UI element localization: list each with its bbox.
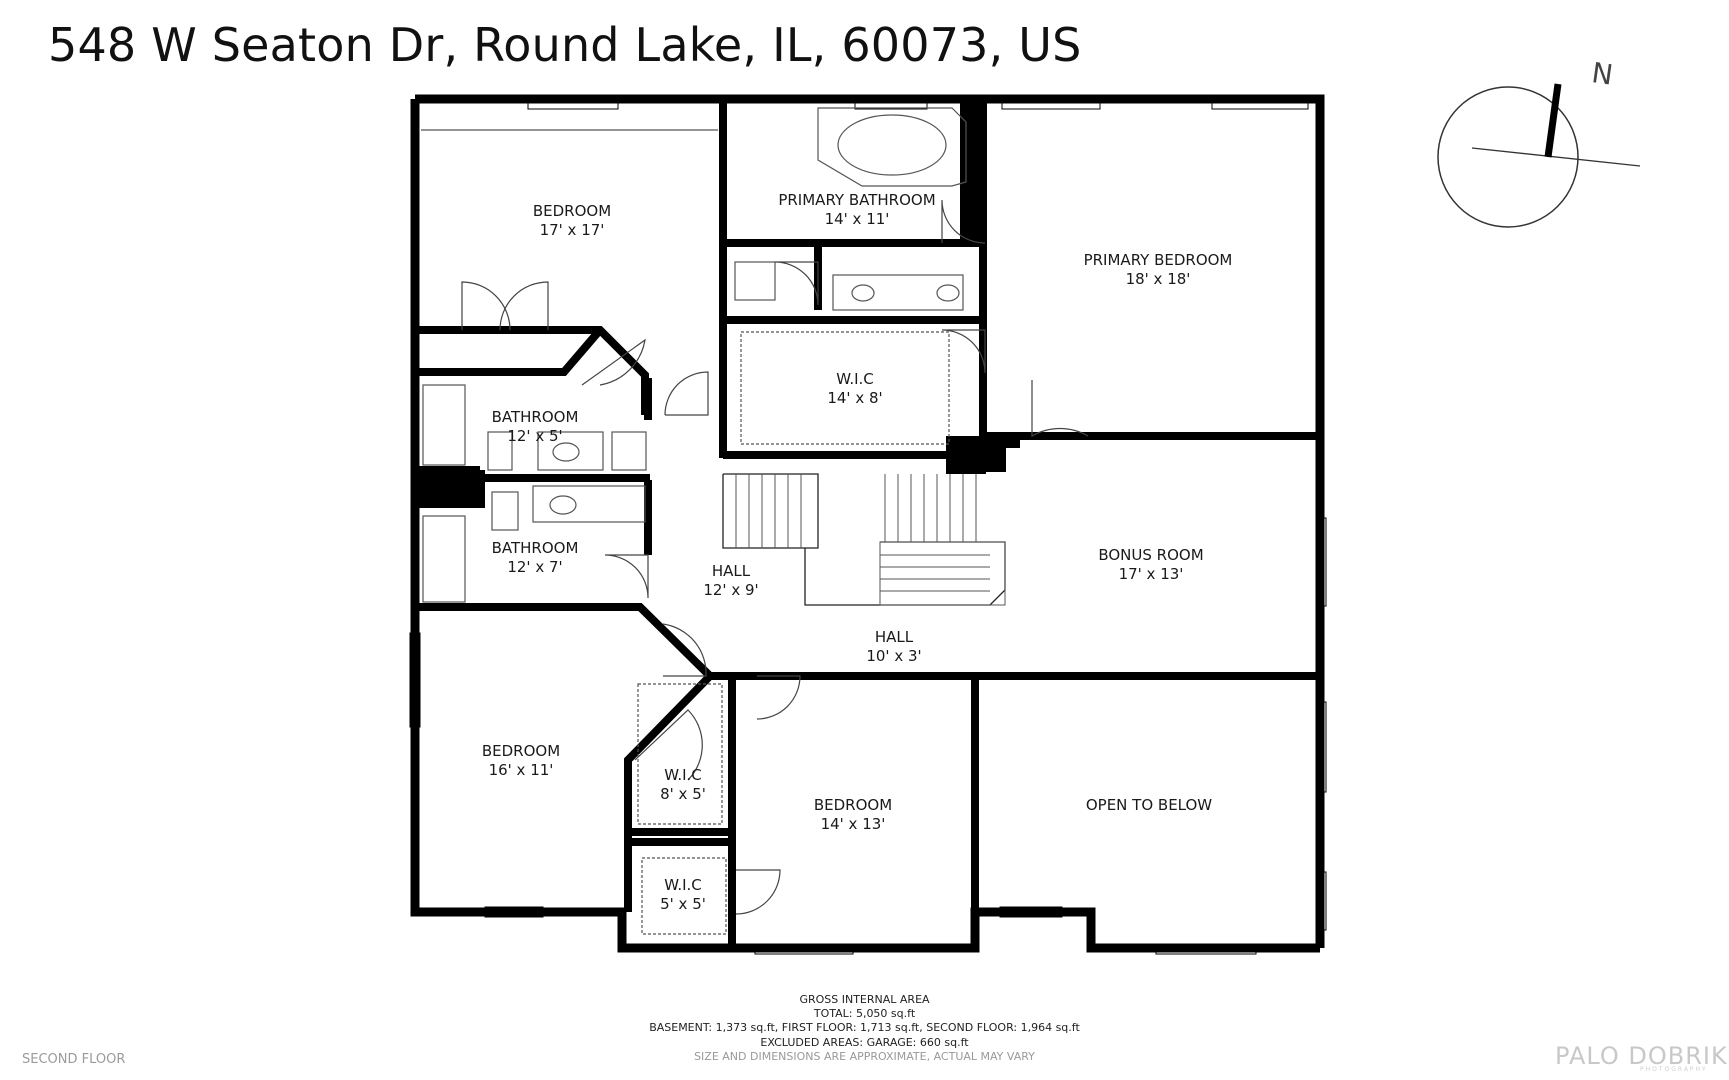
- room-bonus-room-size: 17' x 13': [1119, 565, 1184, 583]
- room-wic-14x8-name: W.I.C: [836, 370, 874, 388]
- room-bedroom-17x17-size: 17' x 17': [540, 221, 605, 239]
- area-excluded: EXCLUDED AREAS: GARAGE: 660 sq.ft: [760, 1035, 969, 1049]
- room-wic-14x8-size: 14' x 8': [827, 389, 882, 407]
- doors: [461, 199, 1089, 915]
- room-primary-bathroom-name: PRIMARY BATHROOM: [778, 191, 935, 209]
- room-wic-8x5-name: W.I.C: [664, 766, 702, 784]
- room-bonus-room-name: BONUS ROOM: [1098, 546, 1203, 564]
- room-labels: BEDROOM 17' x 17' PRIMARY BATHROOM 14' x…: [482, 191, 1233, 913]
- room-hall-12x9-size: 12' x 9': [703, 581, 758, 599]
- stair-core: [415, 99, 1020, 508]
- staircase: [722, 473, 1006, 606]
- room-bedroom-16x11-size: 16' x 11': [489, 761, 554, 779]
- room-hall-10x3-size: 10' x 3': [866, 647, 921, 665]
- brand-logo: PALO DOBRIK: [1555, 1042, 1728, 1070]
- room-bedroom-14x13-size: 14' x 13': [821, 815, 886, 833]
- room-hall-12x9-name: HALL: [712, 562, 751, 580]
- room-primary-bedroom-name: PRIMARY BEDROOM: [1084, 251, 1233, 269]
- area-heading: GROSS INTERNAL AREA: [799, 993, 930, 1006]
- compass-north-label: N: [1590, 56, 1615, 92]
- room-primary-bedroom-size: 18' x 18': [1126, 270, 1191, 288]
- room-wic-5x5-name: W.I.C: [664, 876, 702, 894]
- room-bedroom-17x17-name: BEDROOM: [533, 202, 611, 220]
- room-bathroom-12x7-name: BATHROOM: [492, 539, 579, 557]
- fixtures: [421, 107, 967, 935]
- brand-logo-sub: PHOTOGRAPHY: [1640, 1066, 1708, 1073]
- room-primary-bathroom-size: 14' x 11': [825, 210, 890, 228]
- room-hall-10x3-name: HALL: [875, 628, 914, 646]
- room-bathroom-12x5-name: BATHROOM: [492, 408, 579, 426]
- room-bedroom-16x11-name: BEDROOM: [482, 742, 560, 760]
- room-wic-8x5-size: 8' x 5': [660, 785, 706, 803]
- compass-icon: N: [1437, 56, 1641, 228]
- room-wic-5x5-size: 5' x 5': [660, 895, 706, 913]
- area-breakdown: BASEMENT: 1,373 sq.ft, FIRST FLOOR: 1,71…: [649, 1021, 1080, 1035]
- room-bedroom-14x13-name: BEDROOM: [814, 796, 892, 814]
- room-open-to-below-name: OPEN TO BELOW: [1086, 796, 1212, 814]
- room-bathroom-12x5-size: 12' x 5': [507, 427, 562, 445]
- area-summary: GROSS INTERNAL AREA TOTAL: 5,050 sq.ft B…: [0, 993, 1729, 1064]
- area-disclaimer: SIZE AND DIMENSIONS ARE APPROXIMATE, ACT…: [694, 1049, 1035, 1063]
- exterior-walls: [410, 94, 1325, 953]
- room-bathroom-12x7-size: 12' x 7': [507, 558, 562, 576]
- floor-label: SECOND FLOOR: [22, 1052, 126, 1067]
- property-address: 548 W Seaton Dr, Round Lake, IL, 60073, …: [48, 18, 1082, 72]
- area-total: TOTAL: 5,050 sq.ft: [813, 1007, 916, 1021]
